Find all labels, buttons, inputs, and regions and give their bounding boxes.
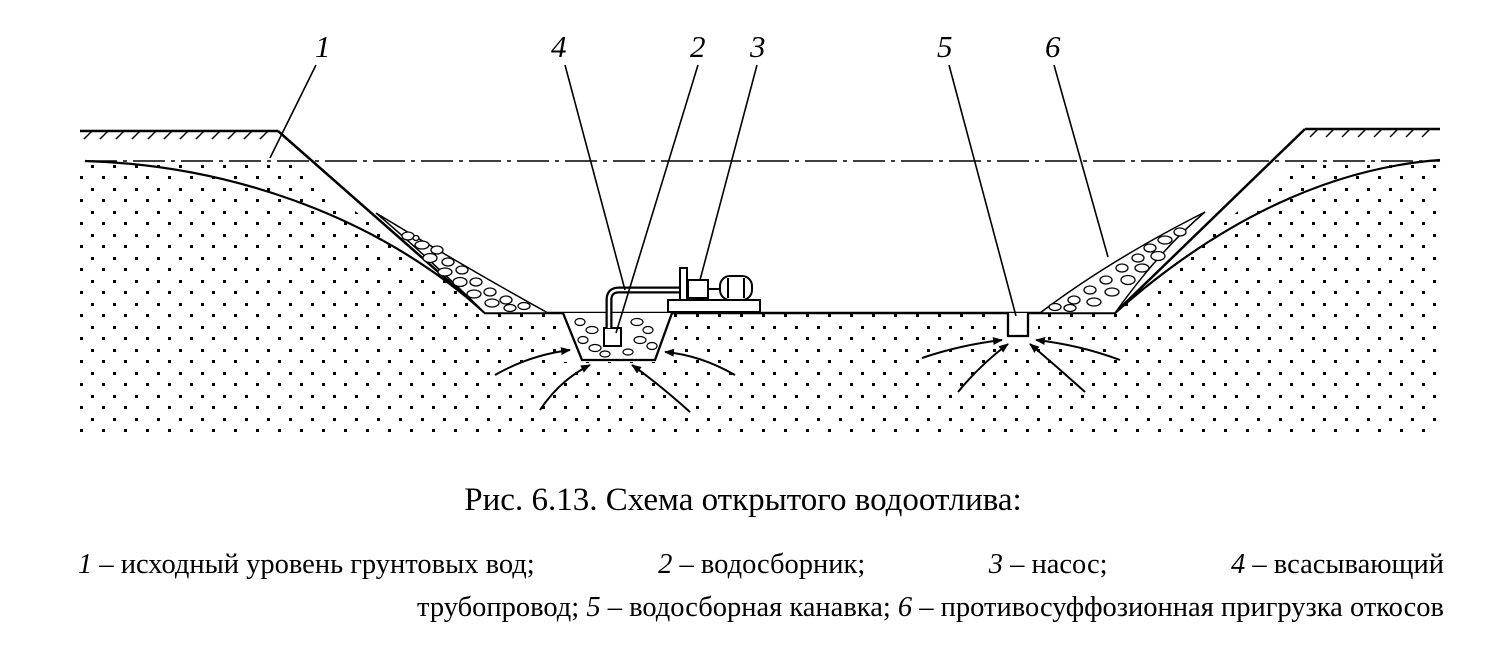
label-4: 4 (551, 29, 567, 64)
drainage-channel (1006, 313, 1030, 338)
label-2: 2 (690, 29, 706, 64)
legend-item-3: 3 – насос; (988, 549, 1108, 580)
label-5: 5 (937, 29, 953, 64)
pit-profile (277, 128, 1306, 315)
label-1: 1 (315, 29, 331, 64)
ground-surface-left (80, 129, 278, 140)
ground-surface-right (1305, 127, 1440, 138)
flow-arrows-sump (494, 347, 736, 413)
label-3: 3 (749, 29, 766, 64)
figure-legend: 1 – исходный уровень грунтовых вод; 2 – … (78, 543, 1444, 629)
suction-intake (603, 327, 622, 347)
legend-item-2: 2 – водосборник; (658, 549, 866, 580)
legend-item-4a: 4 – всасывающий (1231, 549, 1444, 580)
figure-caption: Рис. 6.13. Схема открытого водоотлива: (464, 482, 1022, 518)
pump (667, 267, 761, 313)
slope-loading-right (1037, 211, 1206, 314)
legend-line-2: трубопровод; 5 – водосборная канавка; 6 … (417, 592, 1444, 623)
legend-item-5: – водосборная канавка; (607, 592, 891, 623)
dewatering-diagram: 1 4 2 3 5 6 (80, 29, 1441, 440)
leader-lines (269, 64, 1109, 334)
legend-line-1: 1 – исходный уровень грунтовых вод; 2 – … (78, 543, 1444, 586)
legend-item-1: 1 – исходный уровень грунтовых вод; (78, 549, 535, 580)
sump (561, 312, 674, 362)
legend-item-4b: трубопровод; (417, 592, 580, 623)
flow-arrows-channel (921, 337, 1121, 393)
label-6: 6 (1045, 29, 1061, 64)
legend-item-6: – противосуффозионная пригрузка откосов (919, 592, 1444, 623)
depression-curve (84, 158, 1441, 314)
slope-loading-left (375, 212, 549, 314)
